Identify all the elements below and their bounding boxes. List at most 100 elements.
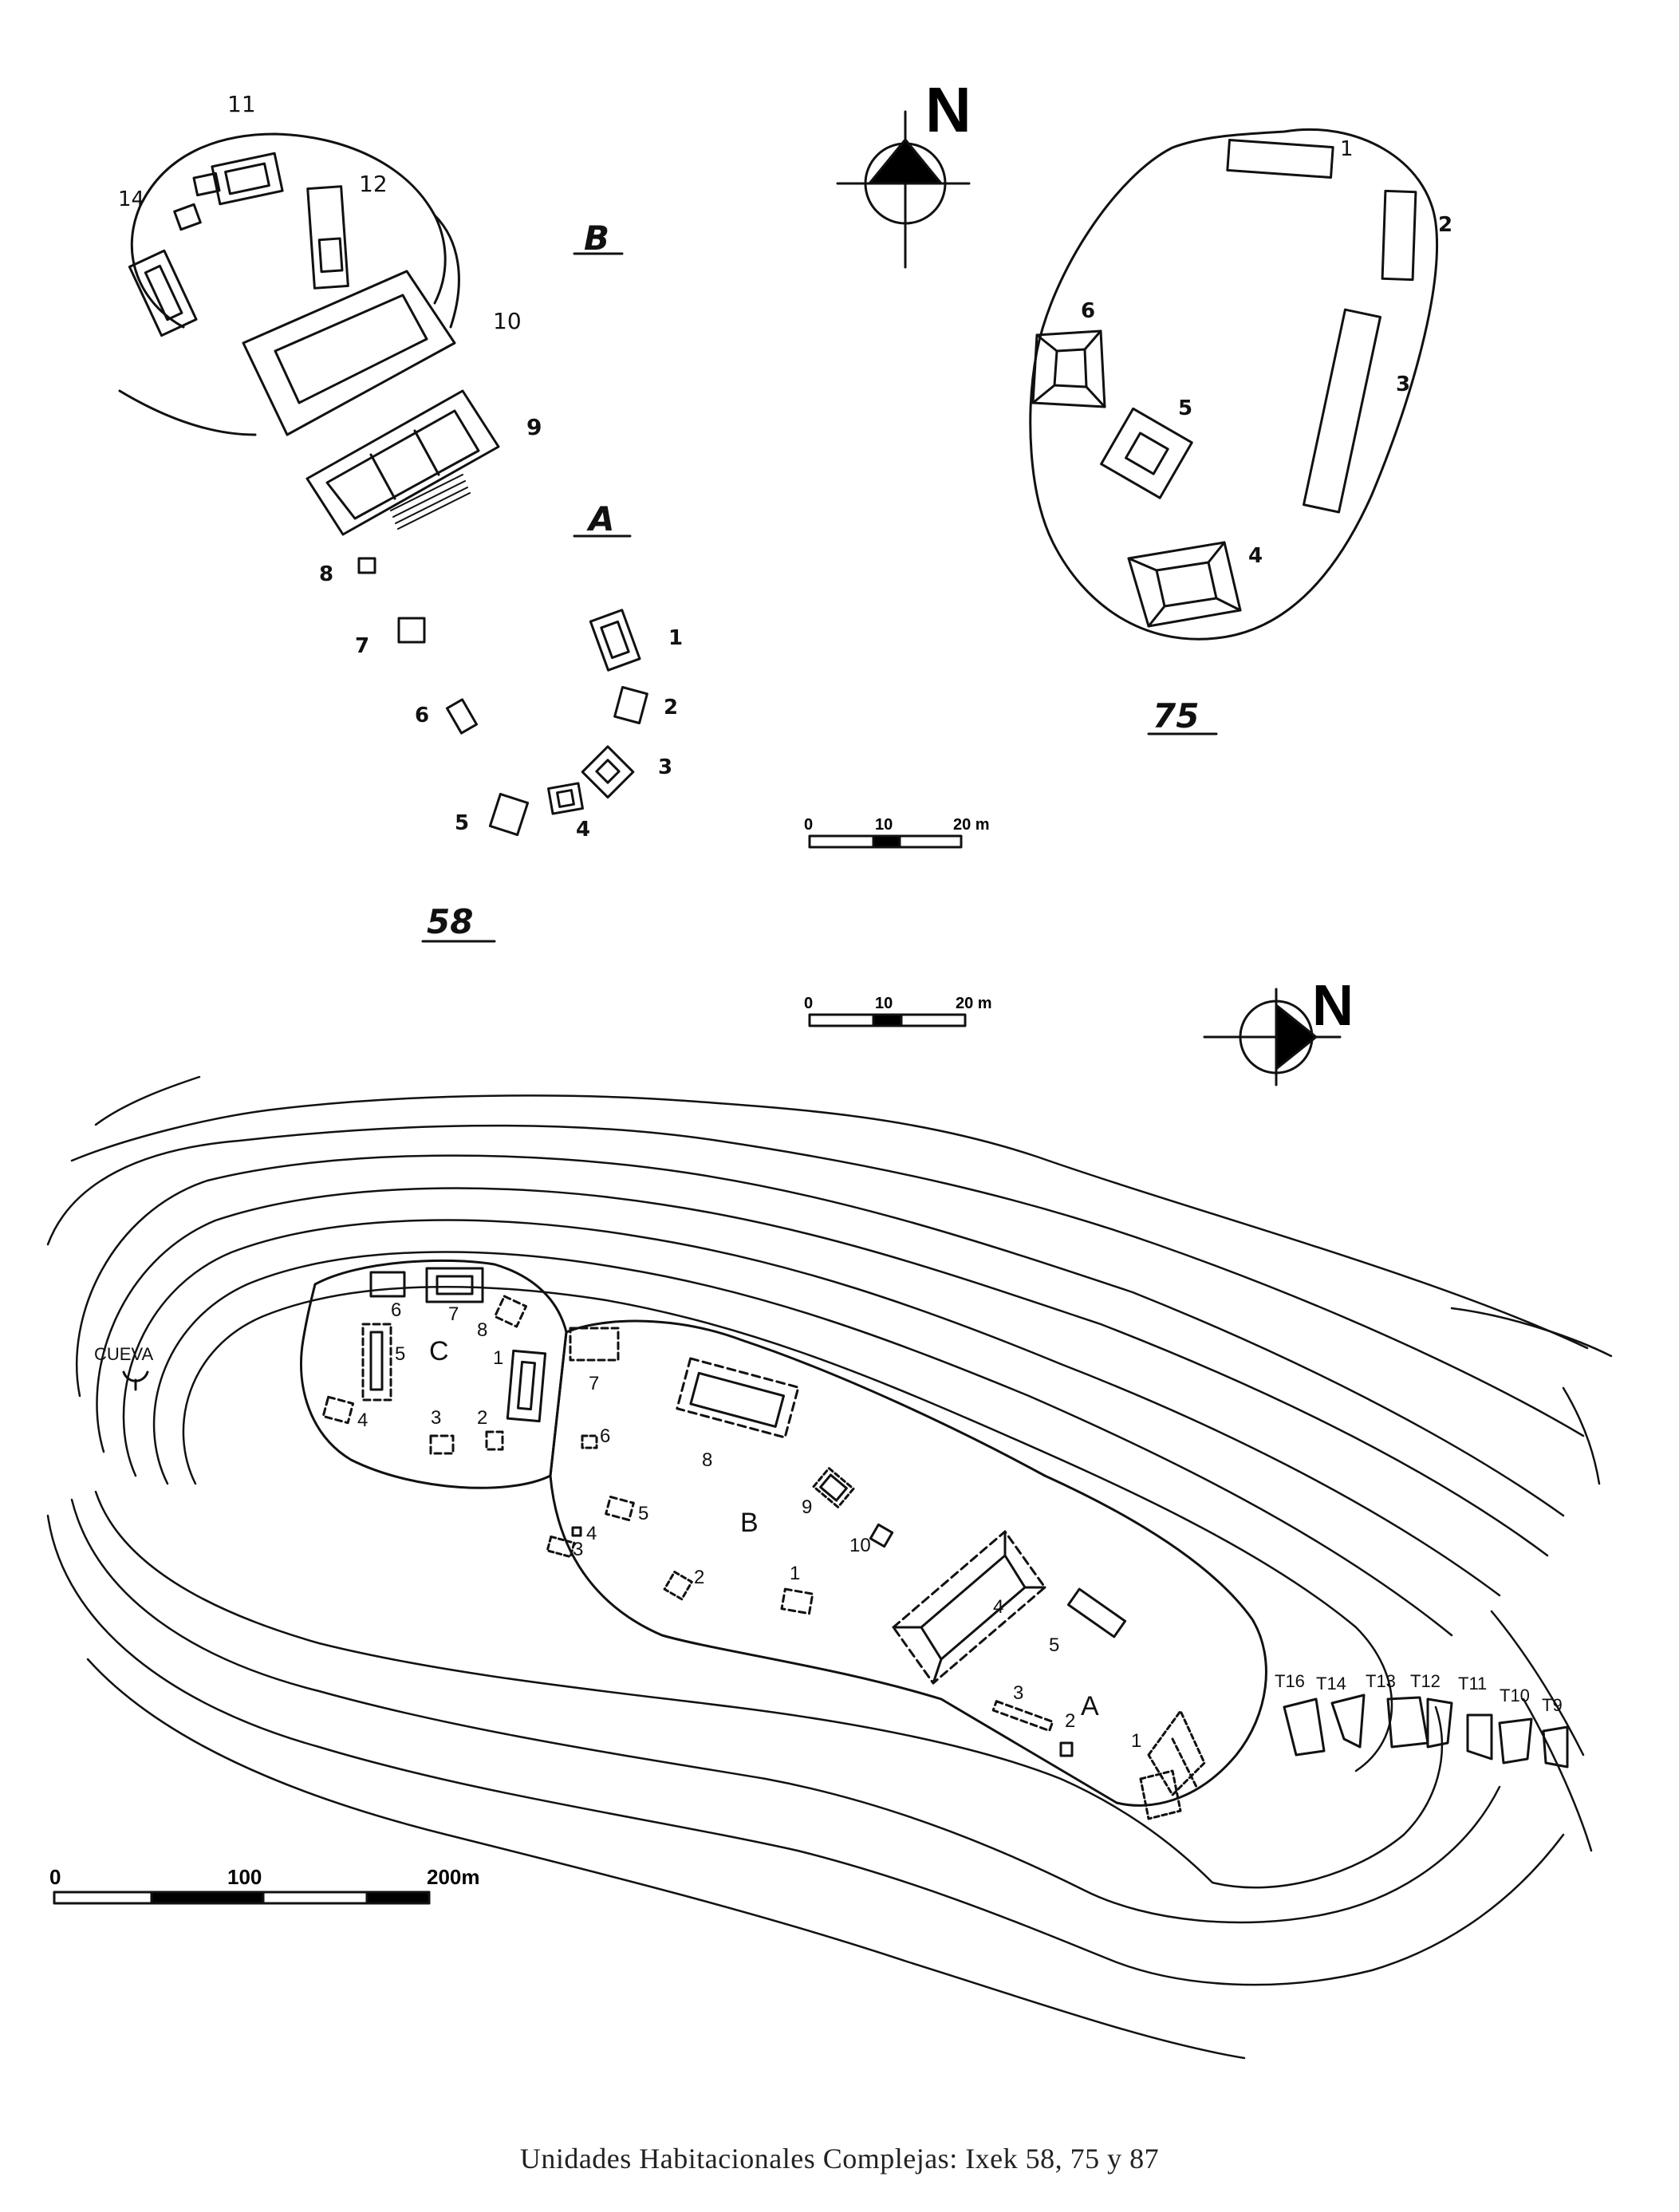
group-b-structure-10: [869, 1523, 894, 1548]
site-75-label-6: 6: [1081, 299, 1095, 323]
site-75-structure-6: [1031, 329, 1106, 408]
site-75-structure-3: [1302, 308, 1381, 514]
scale-large-tick-200: 200m: [427, 1865, 480, 1889]
group-b-label-4: 4: [586, 1523, 597, 1544]
site-75-structure-5: [1100, 407, 1193, 499]
site-58-structure-11: [192, 152, 284, 206]
site-58-label-6: 6: [415, 704, 429, 727]
group-c-label: C: [429, 1336, 449, 1366]
site-75-structure-4: [1127, 541, 1242, 628]
site-58-label-4: 4: [576, 818, 590, 842]
group-a-label-5: 5: [1049, 1634, 1059, 1656]
contour-lines: [46, 1075, 1613, 2060]
site-58-structure-5: [488, 792, 530, 837]
site-75-platform-outline: [1029, 128, 1439, 641]
site-58-outer-arc-right: [433, 214, 460, 329]
group-b-label-9: 9: [802, 1496, 812, 1518]
group-c-structure-1: [506, 1349, 547, 1423]
site-58-group-a-label: A: [586, 499, 615, 538]
group-b-label-5: 5: [638, 1503, 648, 1524]
group-b-label-8: 8: [702, 1449, 712, 1471]
site-58-group-b-label: B: [584, 219, 609, 258]
group-b-label-10: 10: [849, 1535, 871, 1556]
group-b-label-2: 2: [694, 1567, 704, 1588]
group-a-structure-4: [892, 1530, 1046, 1685]
site-75-structure-2: [1381, 189, 1417, 282]
group-b-structure-8: [676, 1357, 800, 1439]
terrace-label-t16: T16: [1275, 1671, 1305, 1691]
group-c-label-1: 1: [493, 1347, 503, 1369]
north-arrow-bottom: [1203, 988, 1342, 1086]
scale-small-bottom-tick-20: 20 m: [956, 995, 992, 1012]
scale-large-tick-100: 100: [227, 1865, 262, 1889]
scale-small-top-tick-20: 20 m: [953, 816, 990, 834]
group-b-label: B: [740, 1508, 759, 1538]
site-58-label-11: 11: [227, 91, 256, 117]
site-58-label-8: 8: [319, 562, 333, 586]
group-a-structure-1: [1139, 1709, 1206, 1820]
terrace-label-t13: T13: [1366, 1671, 1396, 1691]
group-c-structure-4: [321, 1395, 355, 1425]
site-58-outer-arc: [118, 389, 257, 436]
terrace-label-t14: T14: [1316, 1674, 1346, 1694]
scale-small-top-tick-10: 10: [875, 816, 893, 834]
cave-label: CUEVA: [94, 1344, 153, 1364]
site-75-label-1: 1: [1340, 137, 1354, 161]
north-label-top: N: [925, 74, 972, 145]
group-a-label-3: 3: [1013, 1682, 1023, 1704]
cave-symbol: [122, 1370, 149, 1391]
site-58-label-10: 10: [493, 308, 522, 334]
group-b-structure-5: [605, 1495, 635, 1522]
site-58-structure-14: [128, 203, 202, 337]
site-58-structure-6: [445, 698, 479, 735]
group-b-label-6: 6: [600, 1425, 610, 1447]
site-58-structure-1: [589, 609, 641, 672]
site-58-structure-2: [613, 686, 648, 724]
group-b-label-7: 7: [589, 1373, 599, 1394]
site-58-label-2: 2: [664, 696, 678, 720]
site-87-main-platform: [549, 1319, 1267, 1807]
site-75-plan: [1029, 128, 1439, 735]
scale-small-bottom-tick-0: 0: [804, 995, 813, 1012]
group-c-label-5: 5: [395, 1343, 405, 1365]
group-a-label: A: [1081, 1691, 1099, 1721]
site-58-structure-8: [357, 557, 376, 574]
group-b-label-3: 3: [573, 1539, 583, 1560]
site-58-structure-9: [305, 389, 500, 536]
group-c-platform: [300, 1259, 568, 1489]
group-a-label-2: 2: [1065, 1710, 1075, 1732]
site-58-id-label: 58: [427, 902, 473, 941]
scale-small-bottom-tick-10: 10: [875, 995, 893, 1012]
site-58-label-5: 5: [455, 811, 469, 835]
scale-small-top-tick-0: 0: [804, 816, 813, 834]
site-58-label-7: 7: [355, 634, 369, 658]
terrace-label-t10: T10: [1500, 1686, 1530, 1705]
group-b-structure-1: [780, 1587, 814, 1615]
group-c-label-4: 4: [357, 1410, 368, 1431]
site-75-label-3: 3: [1396, 373, 1410, 396]
group-b-structure-3: [546, 1535, 576, 1559]
group-c-label-8: 8: [477, 1319, 487, 1341]
site-75-label-5: 5: [1178, 396, 1192, 420]
terrace-label-t11: T11: [1458, 1674, 1487, 1694]
site-58-label-14: 14: [118, 187, 144, 211]
group-c-label-3: 3: [431, 1407, 441, 1429]
site-58-label-1: 1: [668, 626, 683, 650]
scale-bar-small-bottom: [808, 1013, 967, 1027]
site-58-structure-12: [306, 185, 349, 290]
group-c-label-2: 2: [477, 1407, 487, 1429]
site-58-label-3: 3: [658, 755, 672, 779]
group-a-structure-3: [991, 1700, 1054, 1733]
group-b-structure-2: [663, 1571, 693, 1601]
north-arrow-top: [836, 110, 971, 269]
group-c-structure-3: [429, 1434, 455, 1455]
site-58-label-12: 12: [359, 171, 388, 197]
site-75-label-2: 2: [1438, 213, 1452, 237]
site-58-structure-4: [547, 782, 584, 815]
group-b-structure-6: [581, 1434, 598, 1449]
group-b-structure-4: [571, 1526, 582, 1537]
scale-large-tick-0: 0: [49, 1865, 61, 1889]
group-c-label-7: 7: [448, 1303, 459, 1325]
scale-bar-large: [53, 1891, 431, 1905]
